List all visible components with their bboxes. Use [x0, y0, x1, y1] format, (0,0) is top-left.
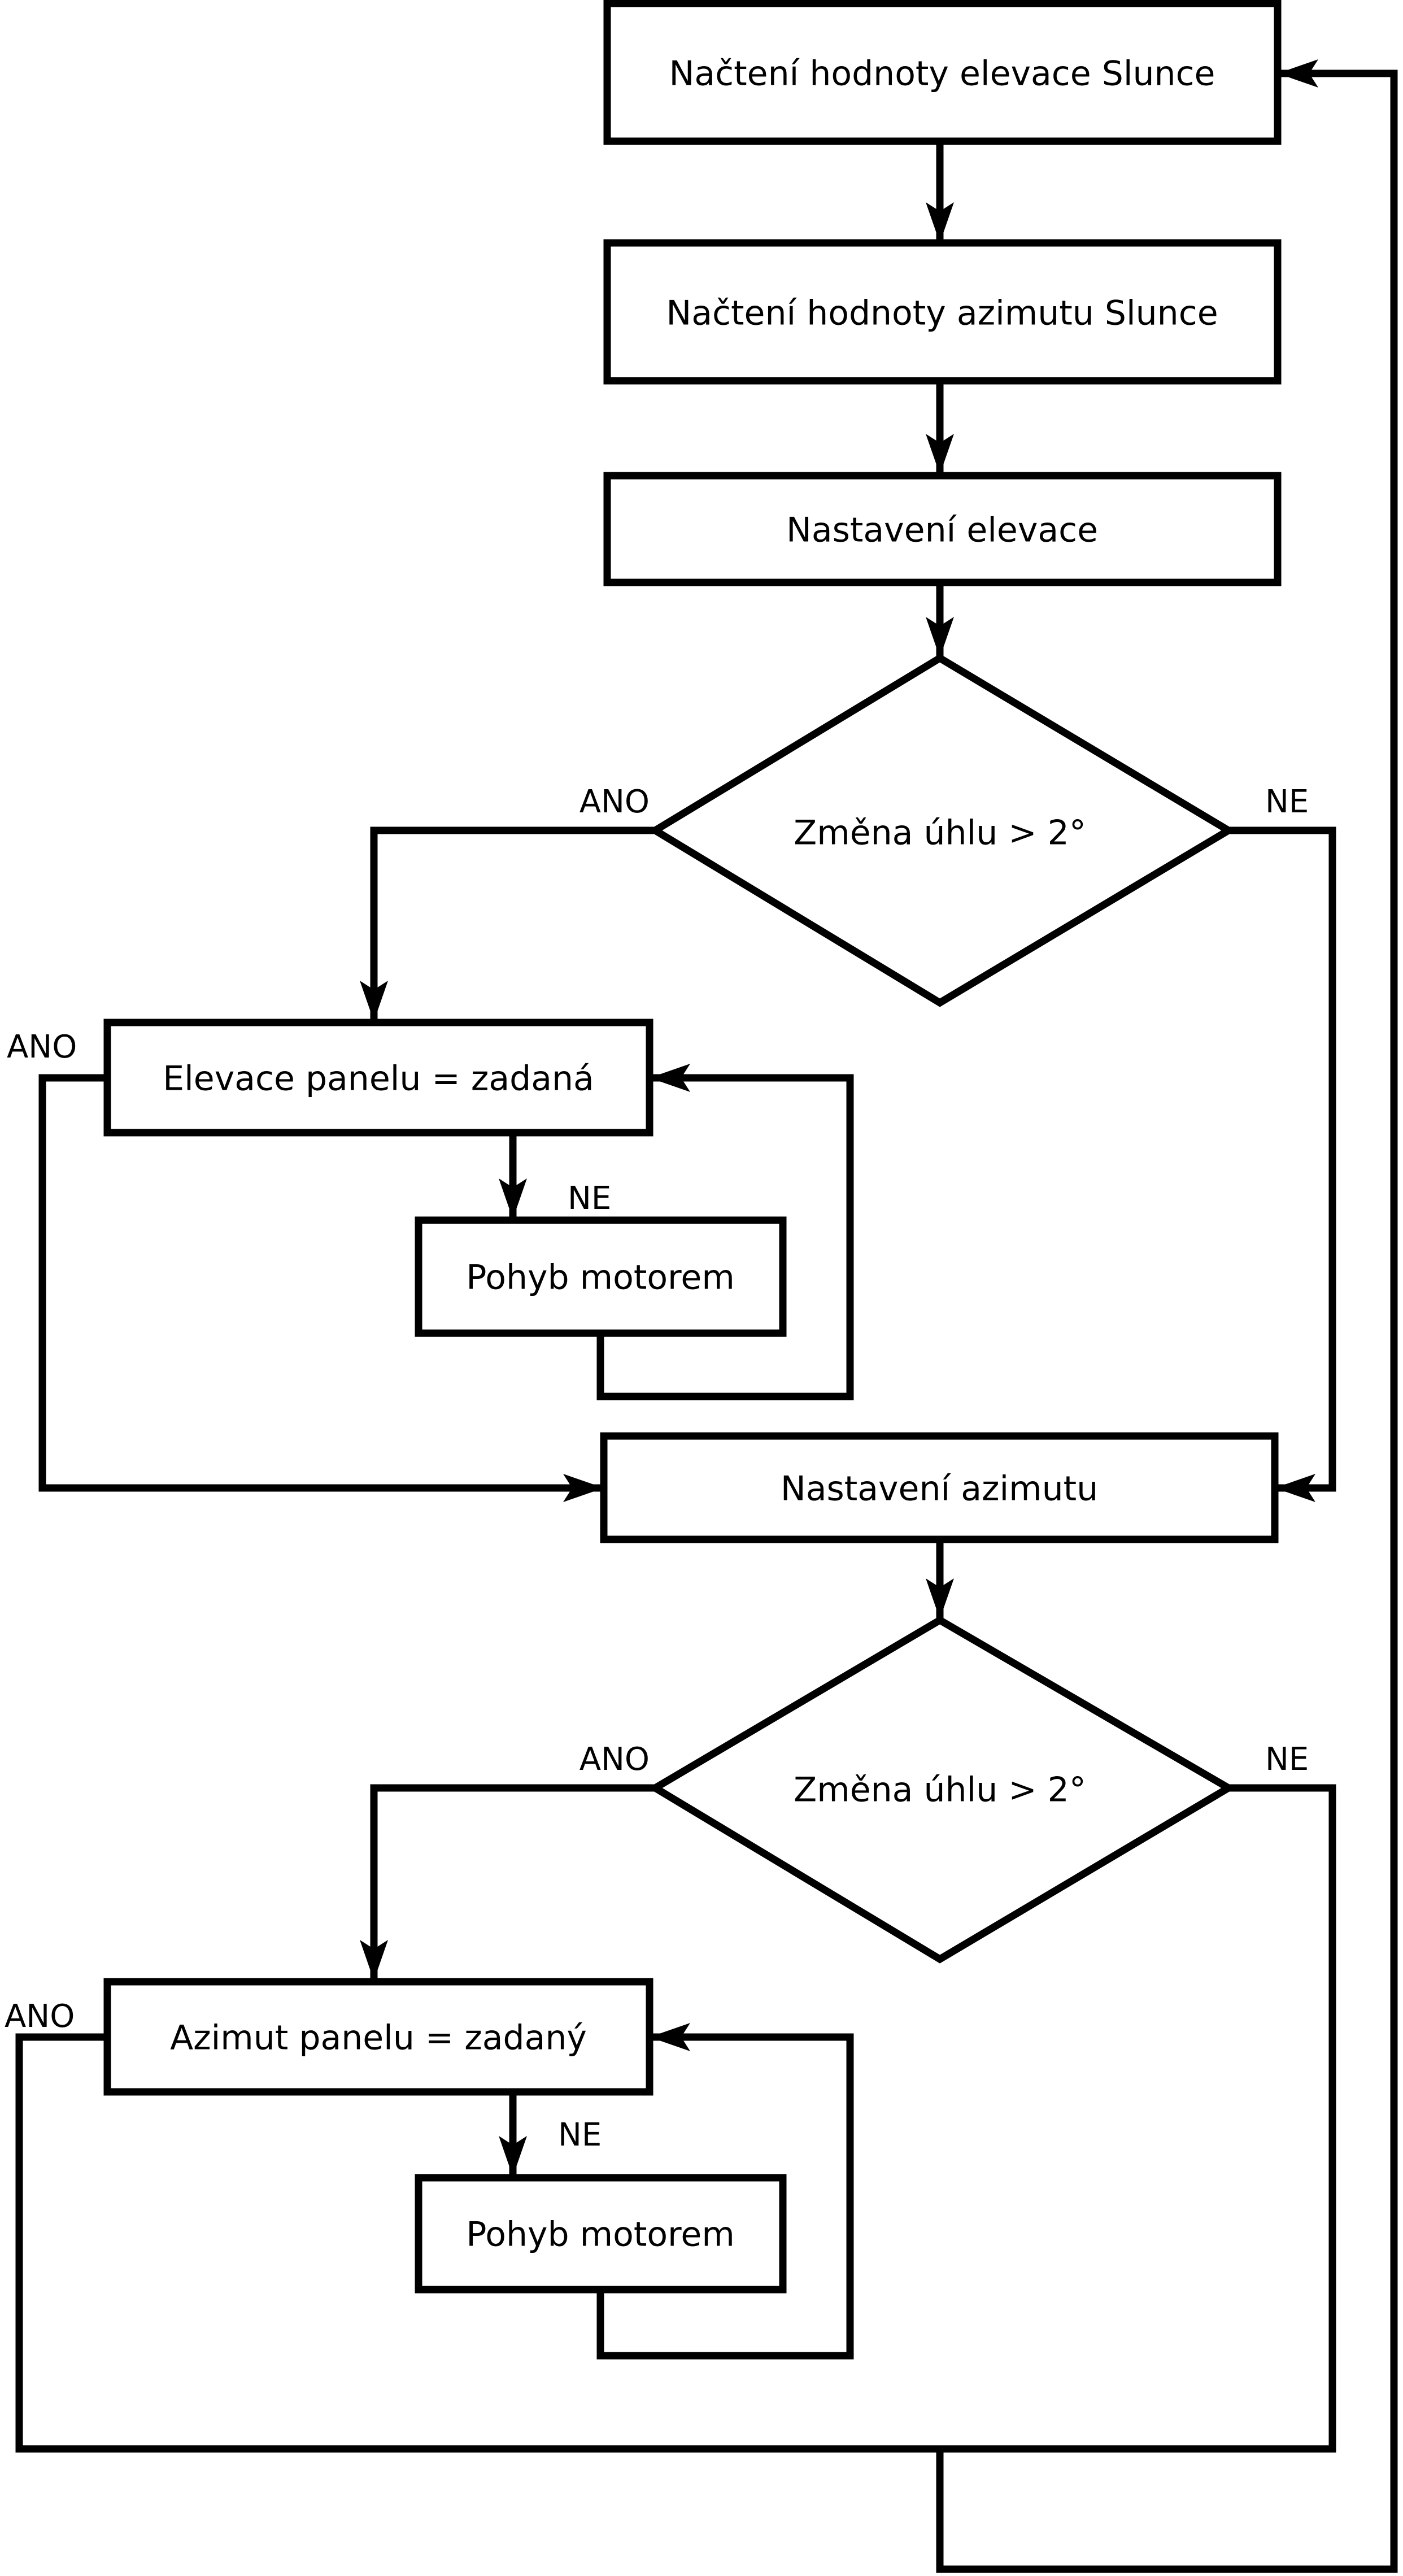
edge-elevation-equal-ano-to-set-azimuth — [38, 1074, 604, 1502]
label-elevation-decision-ne: NE — [1265, 784, 1309, 820]
node-elevation-decision-label: Změna úhlu > 2° — [794, 813, 1086, 853]
node-set-elevation-box — [603, 472, 1282, 586]
label-azimuth-decision-ne: NE — [1265, 1741, 1309, 1778]
node-elevation-decision: Změna úhlu > 2° — [648, 654, 1236, 1007]
node-azimuth-equal-label: Azimut panelu = zadaný — [170, 2018, 587, 2058]
node-azimuth-motor: Pohyb motorem — [415, 2174, 787, 2294]
label-azimuth-decision-ano: ANO — [580, 1741, 650, 1778]
edge-azimuth-equal-ano-to-collector — [15, 2033, 111, 2453]
node-azimuth-decision-diamond — [648, 1616, 1236, 1964]
edge-azimuth-decision-ano-to-azimuth-equal — [360, 1784, 659, 1981]
node-azimuth-decision-label: Změna úhlu > 2° — [794, 1770, 1086, 1810]
label-elevation-equal-ano: ANO — [7, 1029, 77, 1065]
node-set-azimuth-label: Nastavení azimutu — [781, 1469, 1098, 1509]
node-load-elevation: Načtení hodnoty elevace Slunce — [603, 0, 1282, 145]
edge-elevation-decision-ano-to-elevation-equal — [360, 826, 659, 1022]
node-azimuth-decision: Změna úhlu > 2° — [648, 1616, 1236, 1964]
node-load-azimuth: Načtení hodnoty azimutu Slunce — [603, 239, 1282, 385]
node-elevation-equal-label: Elevace panelu = zadaná — [163, 1059, 594, 1099]
node-load-elevation-label: Načtení hodnoty elevace Slunce — [669, 54, 1215, 94]
node-set-elevation: Nastavení elevace — [603, 472, 1282, 586]
node-set-azimuth: Nastavení azimutu — [600, 1432, 1279, 1543]
node-elevation-motor: Pohyb motorem — [415, 1216, 787, 1337]
label-elevation-decision-ano: ANO — [580, 784, 650, 820]
label-elevation-equal-ne: NE — [568, 1180, 611, 1217]
node-load-azimuth-box — [603, 239, 1282, 385]
node-azimuth-equal: Azimut panelu = zadaný — [103, 1978, 653, 2096]
edge-loop-back-to-start — [936, 59, 1398, 2573]
node-set-azimuth-box — [600, 1432, 1279, 1543]
node-set-elevation-label: Nastavení elevace — [786, 511, 1098, 550]
label-azimuth-equal-ne: NE — [558, 2117, 602, 2153]
node-azimuth-equal-box — [103, 1978, 653, 2096]
node-elevation-equal: Elevace panelu = zadaná — [103, 1019, 653, 1137]
node-elevation-motor-box — [415, 1216, 787, 1337]
node-elevation-equal-box — [103, 1019, 653, 1137]
node-elevation-decision-diamond — [648, 654, 1236, 1007]
label-azimuth-equal-ano: ANO — [5, 1998, 75, 2035]
edge-azimuth-decision-ne-to-collector — [1225, 1784, 1336, 2453]
edge-azimuth-motor-loop-to-azimuth-equal — [596, 2023, 854, 2360]
edge-elevation-decision-ne-to-set-azimuth — [1225, 826, 1336, 1502]
node-azimuth-motor-label: Pohyb motorem — [466, 2215, 735, 2255]
node-load-azimuth-label: Načtení hodnoty azimutu Slunce — [666, 294, 1218, 333]
node-elevation-motor-label: Pohyb motorem — [466, 1258, 735, 1298]
node-azimuth-motor-box — [415, 2174, 787, 2294]
node-load-elevation-box — [603, 0, 1282, 145]
edge-elevation-motor-loop-to-elevation-equal — [596, 1064, 854, 1400]
